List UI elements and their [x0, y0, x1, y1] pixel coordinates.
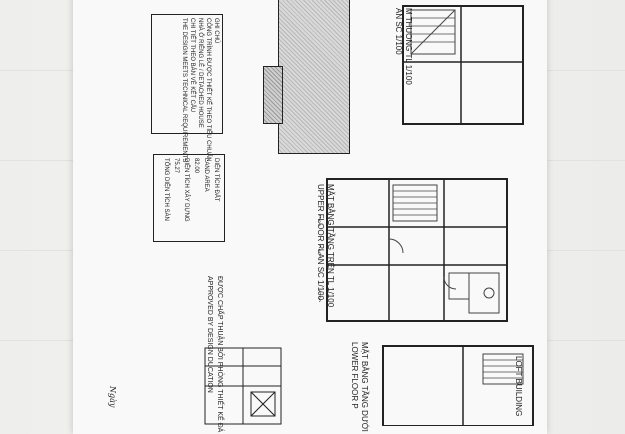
top-floor-plan [402, 5, 524, 125]
revision-table [204, 347, 282, 425]
dim-label: 4700 [319, 289, 320, 303]
lower-plan-title-vn: MẶT BẰNG TẦNG DƯỚI [360, 342, 369, 432]
upper-plan-title-vn: MẶT BẰNG TẦNG TRÊN TL 1/100 [326, 184, 335, 308]
roof-hatch-ext [263, 66, 283, 124]
building-label: LOFT BUILDING [514, 356, 523, 417]
architectural-drawing-sheet: GHI CHÚ CÔNG TRÌNH ĐƯỢC THIẾT KẾ THEO TI… [73, 0, 547, 434]
table-cell: 75.27 [173, 158, 179, 174]
dim-label: 3000 [319, 245, 320, 259]
lower-floor-plan [382, 345, 534, 426]
note-line: CHI TIẾT THEO BẢN VẼ KẾT CẤU [189, 18, 195, 113]
top-plan-title: M THUONG TL 1/100 [404, 8, 413, 85]
area-table [153, 154, 225, 242]
table-cell: DIỆN TÍCH XÂY DỰNG [183, 158, 189, 222]
handwritten-signature: Ngày [108, 386, 117, 408]
note-line: NHÀ Ở RIÊNG LẺ / DETACHED HOUSE [197, 18, 203, 128]
table-cell: LAND AREA [203, 158, 209, 192]
upper-floor-plan: 4300 3000 4700 [319, 178, 508, 322]
note-line: CÔNG TRÌNH ĐƯỢC THIẾT KẾ THEO TIÊU CHUẨN [205, 18, 211, 162]
notes-box [151, 14, 223, 134]
table-cell: DIỆN TÍCH ĐẤT [213, 158, 219, 202]
table-cell: TỔNG DIỆN TÍCH SÀN [163, 158, 169, 221]
notes-heading: GHI CHÚ [213, 18, 219, 44]
roof-hatch [278, 0, 350, 154]
note-line: THE DESIGN MEETS TECHNICAL REQUIREMENTS [181, 18, 187, 163]
lower-plan-title-en: LOWER FLOOR P [350, 342, 359, 409]
dim-label: 4300 [319, 213, 320, 227]
upper-plan-title-en: UPPER FLOOR PLAN SC 1/100 [316, 184, 325, 301]
top-plan-scale: AN SC 1/100 [394, 8, 403, 55]
table-cell: 82.00 [193, 158, 199, 174]
